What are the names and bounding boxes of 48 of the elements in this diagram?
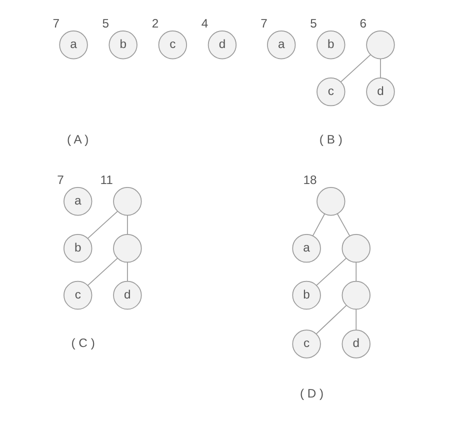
connector [87, 210, 118, 239]
node-circle: d [366, 77, 395, 106]
node-label: 11 [100, 173, 113, 188]
node-circle [113, 234, 142, 263]
node-circle: d [208, 30, 237, 60]
node-circle: a [267, 30, 296, 60]
connector [316, 258, 347, 286]
node-circle: b [316, 30, 346, 60]
node-circle: c [316, 77, 346, 106]
connector [312, 213, 326, 236]
connector [336, 213, 350, 236]
node-circle: c [292, 330, 321, 358]
node-label: 18 [303, 173, 317, 188]
node-circle: a [59, 30, 88, 60]
node-circle: b [108, 30, 138, 60]
node-circle: c [158, 30, 187, 60]
node-circle [342, 280, 370, 310]
label: ( B ) [319, 132, 342, 147]
node-circle: a [64, 187, 92, 216]
connector [127, 262, 128, 282]
node-circle: b [64, 234, 92, 263]
connector [356, 308, 357, 330]
node-circle: d [113, 280, 142, 310]
connector [340, 54, 371, 82]
connector [127, 214, 128, 235]
connector [356, 262, 357, 282]
connector [316, 305, 347, 334]
connector [87, 258, 118, 286]
label: ( C ) [71, 336, 95, 350]
node-label: 7 [260, 16, 268, 31]
node-circle [113, 187, 142, 216]
node-circle: b [292, 280, 321, 310]
node-circle [316, 187, 346, 216]
node-label: 6 [360, 16, 366, 31]
node-label: 7 [57, 173, 64, 188]
label: ( A ) [67, 132, 89, 147]
node-label: 5 [310, 16, 317, 31]
node-circle [342, 234, 370, 263]
node-circle: a [292, 234, 321, 263]
node-label: 2 [152, 16, 159, 31]
connector [380, 58, 381, 78]
node-label: 5 [102, 16, 110, 31]
node-label: 7 [52, 16, 60, 31]
node-circle [366, 30, 395, 60]
label: ( D ) [300, 386, 324, 401]
node-label: 4 [201, 16, 208, 31]
node-circle: c [64, 280, 92, 310]
node-circle: d [342, 330, 370, 358]
